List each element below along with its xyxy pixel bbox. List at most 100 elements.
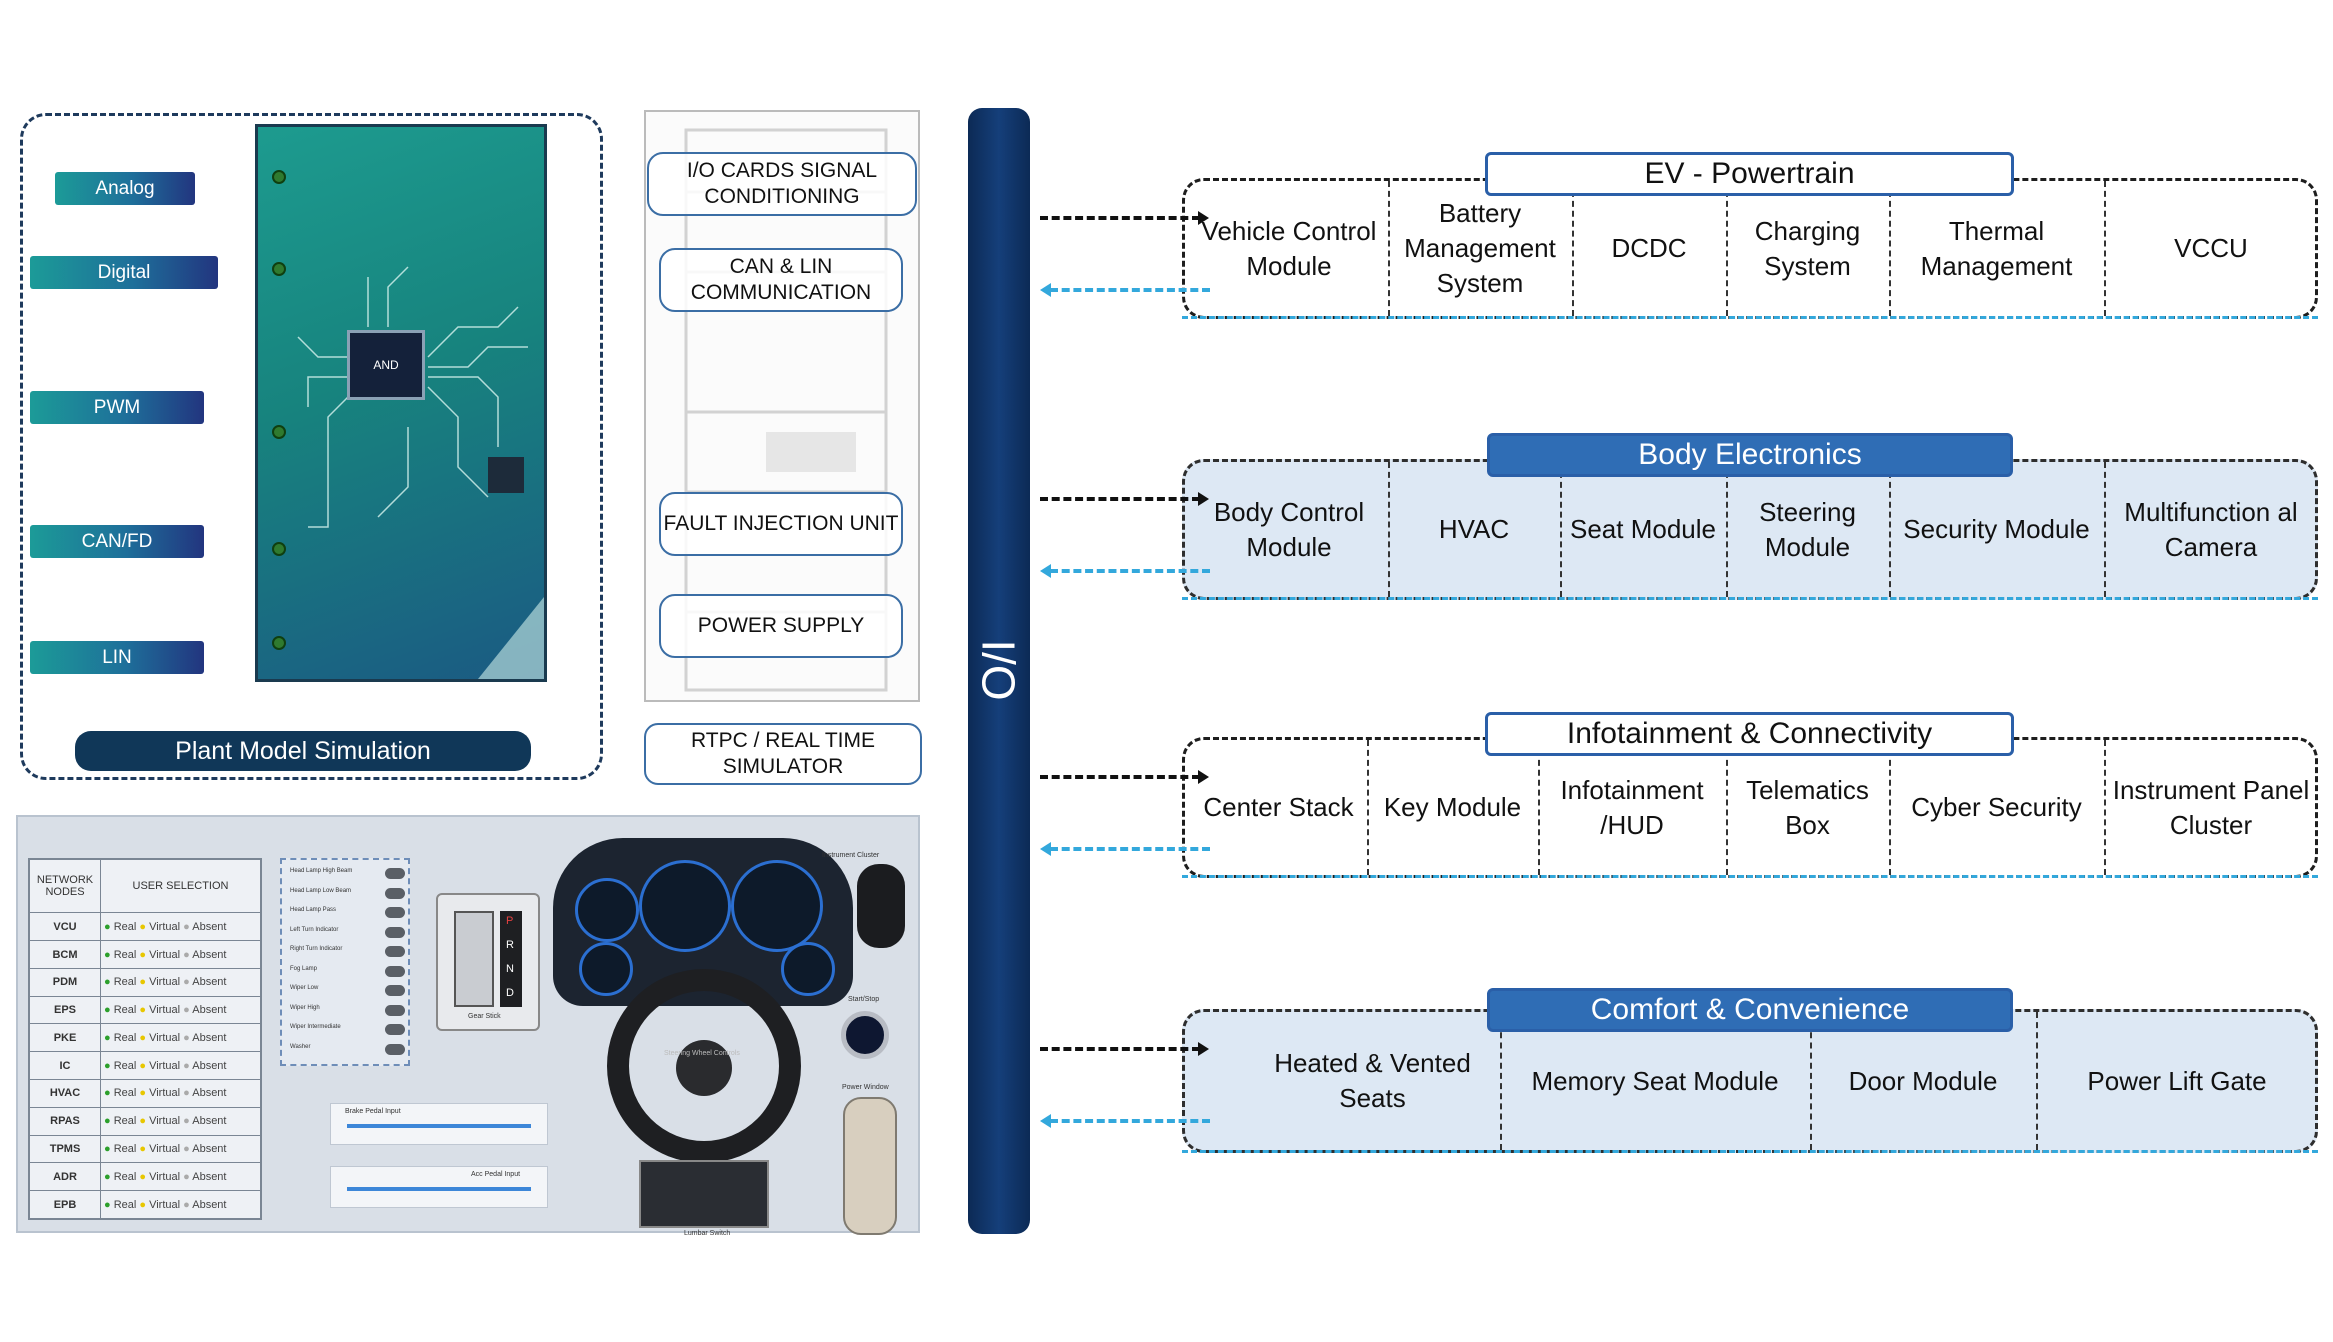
radio-dot[interactable]: ● bbox=[139, 1142, 150, 1155]
key-fob-image[interactable] bbox=[857, 864, 905, 948]
radio-dot[interactable]: ● bbox=[183, 1170, 193, 1183]
node-options[interactable]: ● Real ● Virtual ● Absent bbox=[100, 1079, 261, 1108]
radio-dot[interactable]: ● bbox=[104, 1004, 114, 1017]
toggle-switch[interactable] bbox=[385, 926, 405, 938]
radio-dot[interactable]: ● bbox=[104, 920, 114, 933]
toggle-switch[interactable] bbox=[385, 868, 405, 879]
node-options[interactable]: ● Real ● Virtual ● Absent bbox=[100, 1051, 261, 1081]
radio-dot[interactable]: ● bbox=[104, 1198, 114, 1211]
board-mount-hole bbox=[272, 262, 286, 276]
radio-dot[interactable]: ● bbox=[139, 1004, 150, 1017]
table-row: PDM● Real ● Virtual ● Absent bbox=[29, 967, 261, 997]
switch-row: Right Turn Indicator bbox=[290, 946, 405, 958]
option-label: Virtual bbox=[149, 1170, 181, 1183]
option-label: Absent bbox=[192, 1198, 227, 1211]
radio-dot[interactable]: ● bbox=[139, 1170, 150, 1183]
radio-dot[interactable]: ● bbox=[139, 976, 150, 989]
signal-pwm: PWM bbox=[30, 391, 204, 424]
table-header-selection: USER SELECTION bbox=[100, 858, 261, 914]
board-mount-hole bbox=[272, 425, 286, 439]
node-options[interactable]: ● Real ● Virtual ● Absent bbox=[100, 1162, 261, 1192]
toggle-switch[interactable] bbox=[385, 887, 405, 899]
node-options[interactable]: ● Real ● Virtual ● Absent bbox=[100, 967, 261, 997]
radio-dot[interactable]: ● bbox=[139, 948, 150, 961]
brake-pedal-label: Brake Pedal Input bbox=[345, 1108, 401, 1115]
radio-dot[interactable]: ● bbox=[139, 1115, 150, 1128]
radio-dot[interactable]: ● bbox=[183, 920, 193, 933]
arrowhead-left-icon bbox=[1040, 564, 1051, 578]
radio-dot[interactable]: ● bbox=[139, 1087, 150, 1100]
gauge-small bbox=[781, 942, 835, 996]
radio-dot[interactable]: ● bbox=[104, 1170, 114, 1183]
module-divider bbox=[2104, 462, 2106, 597]
radio-dot[interactable]: ● bbox=[183, 1087, 193, 1100]
gear-indicator: P R N D bbox=[500, 911, 522, 1007]
switch-row: Head Lamp Low Beam bbox=[290, 887, 405, 900]
radio-dot[interactable]: ● bbox=[183, 1004, 193, 1017]
radio-dot[interactable]: ● bbox=[104, 976, 114, 989]
option-label: Real bbox=[113, 1004, 137, 1017]
ecu-group-title: Body Electronics bbox=[1487, 433, 2013, 477]
module-divider bbox=[1572, 181, 1574, 316]
radio-dot[interactable]: ● bbox=[139, 920, 150, 933]
option-label: Virtual bbox=[149, 1059, 181, 1072]
radio-dot[interactable]: ● bbox=[183, 948, 193, 961]
toggle-switch[interactable] bbox=[385, 1004, 405, 1016]
signal-lin: LIN bbox=[30, 641, 204, 674]
node-options[interactable]: ● Real ● Virtual ● Absent bbox=[100, 940, 261, 969]
radio-dot[interactable]: ● bbox=[183, 1059, 193, 1072]
node-name: EPB bbox=[29, 1190, 101, 1219]
switch-label: Wiper High bbox=[290, 1004, 320, 1011]
toggle-switch[interactable] bbox=[385, 946, 405, 957]
radio-dot[interactable]: ● bbox=[104, 1087, 114, 1100]
ecu-module: Key Module bbox=[1383, 792, 1522, 822]
radio-dot[interactable]: ● bbox=[183, 1031, 193, 1044]
node-options[interactable]: ● Real ● Virtual ● Absent bbox=[100, 1190, 261, 1219]
toggle-switch[interactable] bbox=[385, 1024, 405, 1035]
radio-dot[interactable]: ● bbox=[183, 1115, 193, 1128]
node-options[interactable]: ● Real ● Virtual ● Absent bbox=[100, 1023, 261, 1053]
gauge-speed bbox=[639, 860, 731, 952]
radio-dot[interactable]: ● bbox=[183, 976, 193, 989]
node-options[interactable]: ● Real ● Virtual ● Absent bbox=[100, 1106, 261, 1136]
ecu-module: Seat Module bbox=[1570, 514, 1716, 544]
radio-dot[interactable]: ● bbox=[104, 1142, 114, 1155]
module-divider bbox=[2104, 181, 2106, 316]
slider-track[interactable] bbox=[347, 1124, 531, 1128]
toggle-switch[interactable] bbox=[385, 985, 405, 996]
radio-dot[interactable]: ● bbox=[104, 1059, 114, 1072]
option-label: Absent bbox=[192, 1059, 227, 1072]
radio-dot[interactable]: ● bbox=[104, 1115, 114, 1128]
option-label: Virtual bbox=[149, 920, 181, 933]
radio-dot[interactable]: ● bbox=[183, 1142, 193, 1155]
slider-track[interactable] bbox=[347, 1187, 531, 1191]
radio-dot[interactable]: ● bbox=[139, 1031, 150, 1044]
module-divider bbox=[1388, 181, 1390, 316]
node-options[interactable]: ● Real ● Virtual ● Absent bbox=[100, 1134, 261, 1164]
node-options[interactable]: ● Real ● Virtual ● Absent bbox=[100, 995, 261, 1025]
toggle-switch[interactable] bbox=[385, 1043, 405, 1055]
radio-dot[interactable]: ● bbox=[183, 1198, 193, 1211]
start-stop-button[interactable] bbox=[841, 1011, 889, 1059]
option-label: Absent bbox=[192, 1170, 227, 1183]
acc-pedal-slider[interactable]: Acc Pedal Input bbox=[330, 1166, 548, 1208]
toggle-switch[interactable] bbox=[385, 965, 405, 977]
radio-dot[interactable]: ● bbox=[104, 948, 114, 961]
lumbar-switch-image[interactable] bbox=[639, 1160, 769, 1228]
radio-dot[interactable]: ● bbox=[139, 1198, 150, 1211]
node-name: PDM bbox=[29, 967, 101, 997]
toggle-switch[interactable] bbox=[385, 907, 405, 918]
option-label: Absent bbox=[192, 1031, 227, 1044]
brake-pedal-slider[interactable]: Brake Pedal Input bbox=[330, 1103, 548, 1145]
gauge-small bbox=[579, 942, 633, 996]
option-label: Real bbox=[113, 1115, 137, 1128]
switch-label: Right Turn Indicator bbox=[290, 946, 343, 952]
radio-dot[interactable]: ● bbox=[104, 1031, 114, 1044]
node-options[interactable]: ● Real ● Virtual ● Absent bbox=[100, 912, 261, 942]
radio-dot[interactable]: ● bbox=[139, 1059, 150, 1072]
ecu-module: Multifunction al Camera bbox=[2124, 496, 2298, 562]
power-window-panel[interactable] bbox=[843, 1097, 897, 1235]
start-stop-label: Start/Stop bbox=[848, 996, 880, 1003]
option-label: Virtual bbox=[149, 1142, 181, 1155]
